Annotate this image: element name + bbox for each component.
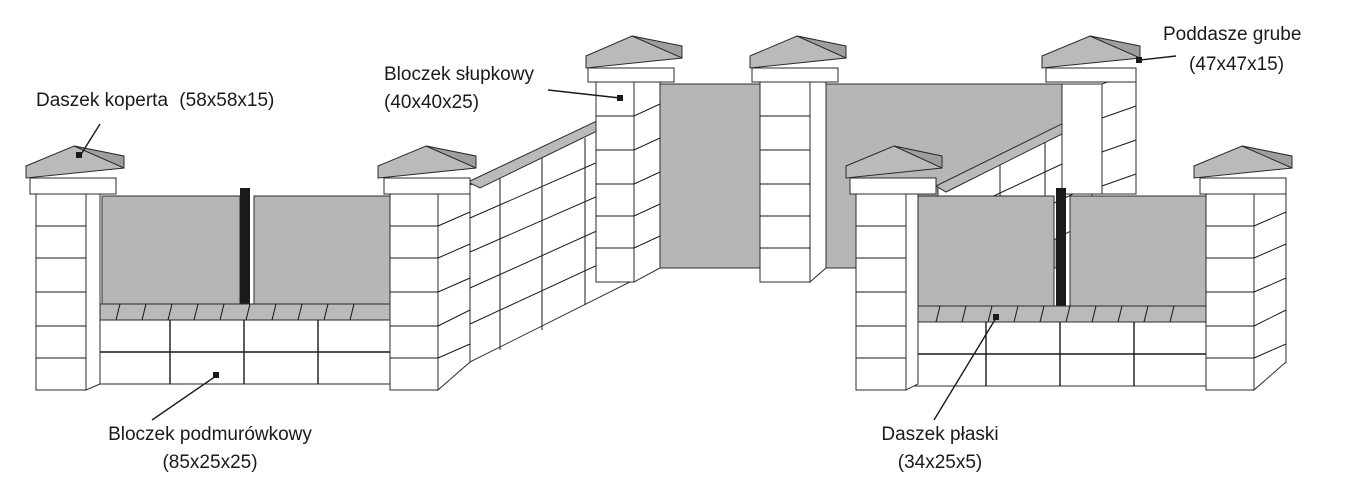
label-bloczek-slupkowy-size: (40x40x25) — [384, 92, 479, 113]
label-bloczek-podmurowkowy-name: Bloczek podmurówkowy — [108, 424, 312, 445]
label-daszek-koperta-size: (58x58x15) — [179, 90, 274, 111]
label-poddasze-grube: Poddasze grube (47x47x15) — [1163, 24, 1301, 75]
label-daszek-plaski: Daszek płaski (34x25x5) — [881, 424, 998, 473]
label-daszek-plaski-size: (34x25x5) — [898, 452, 983, 473]
pillar-back-2 — [749, 35, 847, 284]
label-poddasze-grube-name: Poddasze grube — [1163, 24, 1301, 45]
label-poddasze-grube-size: (47x47x15) — [1189, 54, 1284, 75]
front-right-panel — [917, 188, 1207, 310]
front-right-base-wall — [909, 305, 1207, 387]
pillar-front-right-1 — [845, 145, 943, 391]
gate-panel-left — [659, 83, 761, 269]
front-left-panel — [101, 188, 391, 308]
pillar-back-3 — [1041, 35, 1141, 195]
label-daszek-plaski-name: Daszek płaski — [881, 424, 998, 445]
leader-daszek-koperta — [76, 123, 101, 158]
leader-daszek-plaski — [933, 314, 999, 421]
pillar-front-left-2 — [377, 145, 477, 392]
label-daszek-koperta: Daszek koperta (58x58x15) — [36, 90, 274, 111]
pillar-front-left-1 — [25, 145, 125, 391]
leader-bloczek-slupkowy — [547, 89, 623, 101]
label-daszek-koperta-name: Daszek koperta — [36, 90, 168, 111]
pillar-back-1 — [585, 35, 683, 283]
pillar-front-right-2 — [1193, 145, 1293, 392]
front-left-base-wall — [91, 303, 397, 385]
leader-poddasze-grube — [1136, 55, 1177, 63]
label-bloczek-podmurowkowy: Bloczek podmurówkowy (85x25x25) — [108, 424, 312, 473]
label-bloczek-slupkowy: Bloczek słupkowy (40x40x25) — [384, 64, 534, 113]
label-bloczek-slupkowy-name: Bloczek słupkowy — [384, 64, 534, 85]
leader-bloczek-podmurowkowy — [151, 372, 219, 421]
svg-text:Daszek koperta (58x58x15: Daszek koperta (58x58x15) — [36, 90, 274, 111]
label-bloczek-podmurowkowy-size: (85x25x25) — [162, 452, 257, 473]
